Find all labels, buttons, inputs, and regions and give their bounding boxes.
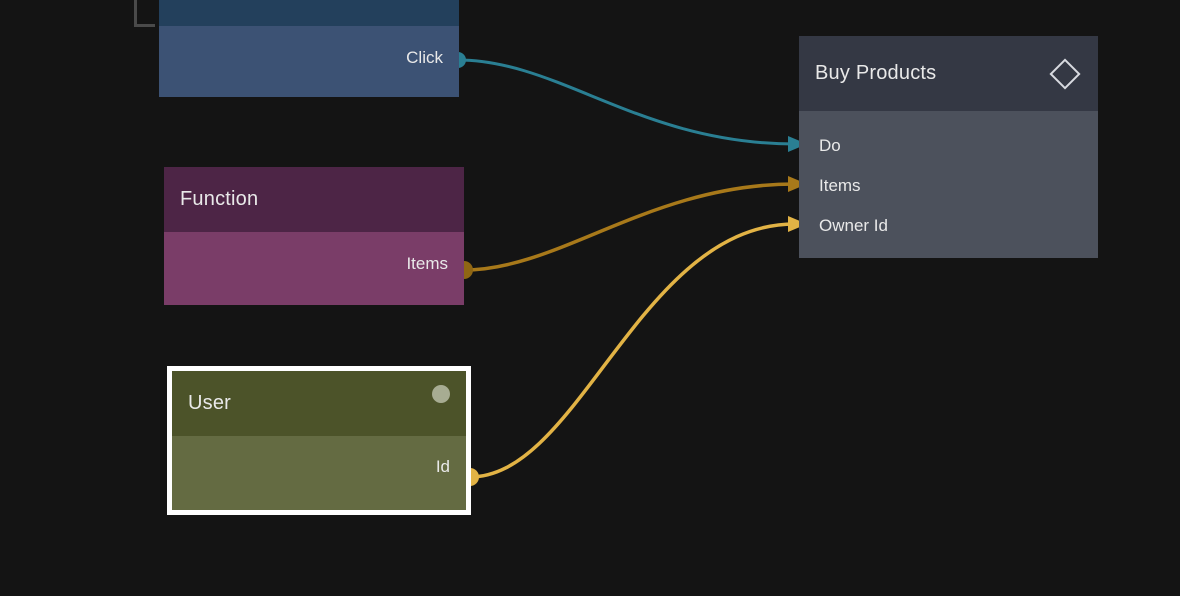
output-port-click-label: Click	[406, 48, 443, 67]
input-port-do[interactable]: Do	[819, 136, 841, 156]
node-event[interactable]: Click	[159, 0, 459, 97]
input-port-owner-id-label: Owner Id	[819, 216, 888, 235]
node-function-title: Function	[180, 188, 259, 210]
node-buy-products-title: Buy Products	[815, 62, 937, 84]
wire-id-to-owner-id	[461, 216, 807, 486]
output-port-id-label: Id	[435, 457, 450, 476]
output-port-click[interactable]: Click	[406, 48, 443, 68]
node-user[interactable]: User Id	[167, 366, 471, 515]
diamond-icon	[1049, 58, 1081, 90]
node-buy-products-header[interactable]: Buy Products	[799, 36, 1098, 111]
wire-items-to-items	[455, 176, 807, 279]
selection-bracket	[134, 0, 155, 27]
node-buy-products[interactable]: Buy Products Do Items Owner Id	[799, 36, 1098, 258]
node-user-title: User	[188, 392, 232, 414]
input-port-items[interactable]: Items	[819, 176, 861, 196]
node-event-body: Click	[159, 26, 459, 97]
circle-icon	[432, 385, 450, 403]
input-port-owner-id[interactable]: Owner Id	[819, 216, 888, 236]
node-event-header[interactable]	[159, 0, 459, 26]
node-function[interactable]: Function Items	[164, 167, 464, 305]
node-function-header[interactable]: Function	[164, 167, 464, 232]
node-function-body: Items	[164, 232, 464, 305]
input-port-items-label: Items	[819, 176, 861, 195]
output-port-id[interactable]: Id	[436, 457, 450, 477]
node-user-body: Id	[172, 436, 466, 510]
wire-click-to-do	[450, 52, 807, 152]
output-port-items[interactable]: Items	[406, 254, 448, 274]
input-port-do-label: Do	[819, 136, 841, 155]
output-port-items-label: Items	[406, 254, 448, 273]
node-buy-products-body: Do Items Owner Id	[799, 111, 1098, 258]
node-user-header[interactable]: User	[172, 371, 466, 436]
